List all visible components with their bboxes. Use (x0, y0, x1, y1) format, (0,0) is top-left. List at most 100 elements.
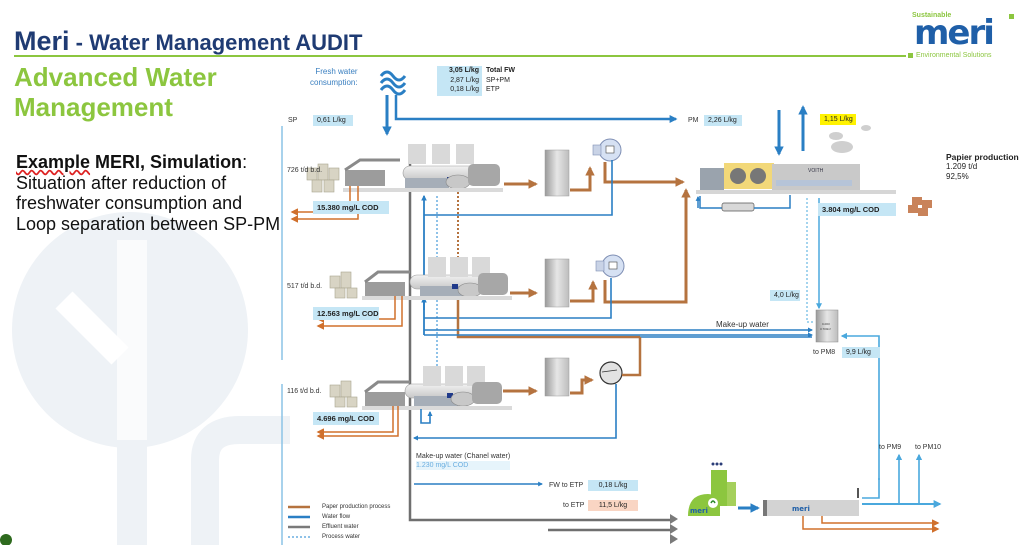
description-text: Example MERI, Simulation: Situation afte… (16, 152, 286, 234)
to-pm8-value: 9,9 L/kg (842, 347, 880, 358)
storage-tank (544, 258, 570, 308)
stock-line-2-cod: 12.563 mg/L COD (313, 307, 379, 320)
to-pm10-label: to PM10 (915, 444, 942, 451)
pm-label: PM (688, 117, 699, 124)
title-brand: Meri (14, 26, 70, 56)
fresh-water-summary-values: 3,05 L/kg 2,87 L/kg 0,18 L/kg (437, 66, 482, 96)
stock-line-2-capacity: 517 t/d b.d. (287, 283, 323, 290)
title-text: - Water Management AUDIT (69, 30, 363, 55)
svg-text:0-003: 0-003 (822, 322, 830, 326)
stock-line-3-cod: 4.696 mg/L COD (313, 412, 379, 425)
subtitle-line-1: Advanced Water (14, 62, 217, 92)
svg-text:meri: meri (792, 505, 810, 513)
legend-swatches (288, 505, 310, 538)
heat-exchanger (721, 202, 755, 212)
stock-flow-to-pm (622, 337, 642, 377)
title-divider (14, 55, 906, 57)
plant-brand: meri (690, 507, 708, 515)
screen-icon (592, 138, 622, 162)
white-water-tank: 0-003 3.700m³ (815, 309, 839, 343)
stock-flow-arrow (570, 280, 598, 303)
stock-line-1-capacity: 726 t/d b.d. (287, 167, 323, 174)
stock-line-2 (316, 188, 691, 339)
pm-cod-value: 3.804 mg/L COD (818, 203, 896, 216)
paper-stack-icon (908, 197, 932, 216)
legend-item: Paper production process (322, 504, 391, 510)
pulp-bales-icon (306, 163, 340, 193)
paper-production-output: 1.209 t/d (946, 162, 978, 171)
stock-flow-arrow (570, 166, 595, 192)
water-loop (420, 409, 433, 424)
storage-tank (544, 357, 570, 397)
treatment-plant: meri (688, 462, 736, 516)
stock-transfer-line (456, 300, 640, 339)
legend: Paper production process Water flow Effl… (288, 502, 390, 542)
cloud-icon (829, 125, 871, 153)
fresh-water-summary-labels: Total FW SP+PM ETP (486, 67, 516, 93)
description-body: Situation after reduction of freshwater … (16, 172, 281, 234)
pulper-machine (362, 366, 512, 410)
paper-production-efficiency: 92,5% (946, 172, 969, 181)
fw-to-etp-value: 0,18 L/kg (588, 480, 638, 491)
paper-production-info: Papier production 1.209 t/d 92,5% (946, 152, 1019, 182)
reject-line (290, 186, 359, 223)
legend-item: Process water (322, 534, 361, 540)
voith-brand: VOITH (808, 168, 824, 174)
sp-value: 0,61 L/kg (313, 115, 353, 126)
pulper-machine (343, 144, 503, 192)
pulp-bales-icon (329, 271, 358, 299)
logo-accent-square (908, 53, 913, 58)
to-etp-value: 11,5 L/kg (588, 500, 638, 511)
to-etp-label: to ETP (563, 502, 585, 509)
evaporation-value: 1,15 L/kg (820, 114, 856, 125)
stock-line-3 (316, 337, 642, 441)
chanel-water-label: Make-up water (Chanel water) 1.230 mg/L … (416, 453, 511, 470)
subtitle-line-2: Management (14, 92, 173, 122)
thickener-icon (599, 361, 623, 385)
background-watermark (0, 212, 290, 545)
legend-item: Effluent water (322, 524, 359, 530)
stock-line-3-capacity: 116 t/d b.d. (287, 388, 322, 395)
meri-logo: Sustainable meri Environmental Solutions (906, 12, 1018, 59)
makeup-water-label: Make-up water (716, 320, 769, 329)
fw-to-etp-label: FW to ETP (549, 482, 584, 489)
reject-line (316, 296, 403, 330)
water-return-line (412, 384, 617, 441)
sp-label: SP (288, 117, 298, 124)
screen-icon (595, 254, 625, 278)
water-return-line (424, 278, 612, 319)
paper-production-heading: Papier production (946, 152, 1019, 162)
return-value: 4,0 L/kg (770, 290, 800, 301)
stock-flow-arrow (570, 375, 594, 395)
stock-line-1-cod: 15.380 mg/L COD (313, 201, 389, 214)
description-lead: Example MERI, Simulation: (16, 152, 248, 172)
logo-accent-square (1009, 14, 1014, 19)
to-pm8-label: to PM8 (813, 349, 836, 356)
chanel-cod: 1.230 mg/L COD (416, 461, 511, 470)
sludge-line (821, 516, 940, 527)
reject-line (316, 406, 394, 436)
water-return-line (424, 160, 613, 216)
legend-item: Water flow (322, 514, 351, 520)
stock-flow-to-pm (603, 162, 685, 187)
logo-tagline-top: Sustainable (912, 12, 952, 19)
filter-unit: meri (763, 488, 859, 516)
paper-machine: VOITH (695, 125, 932, 216)
page-title: Meri - Water Management AUDIT (14, 26, 362, 57)
logo-tagline-bottom: Environmental Solutions (916, 52, 992, 59)
svg-text:3.700m³: 3.700m³ (820, 327, 831, 331)
pm-value: 2,26 L/kg (704, 115, 742, 126)
water-waves-icon (379, 70, 407, 96)
sludge-line (802, 516, 940, 533)
fresh-water-label: Fresh water consumption: (310, 67, 358, 87)
stock-line-1 (290, 138, 685, 223)
filter-to-pm8 (862, 478, 880, 499)
logo-wordmark: meri (914, 13, 995, 53)
effluent-arrowheads (670, 514, 678, 544)
storage-tank (544, 149, 570, 197)
pulp-bales-icon (329, 380, 358, 408)
section-subtitle: Advanced Water Management (14, 62, 217, 122)
fresh-water-to-pm (394, 95, 678, 124)
to-pm8-return (840, 332, 880, 480)
